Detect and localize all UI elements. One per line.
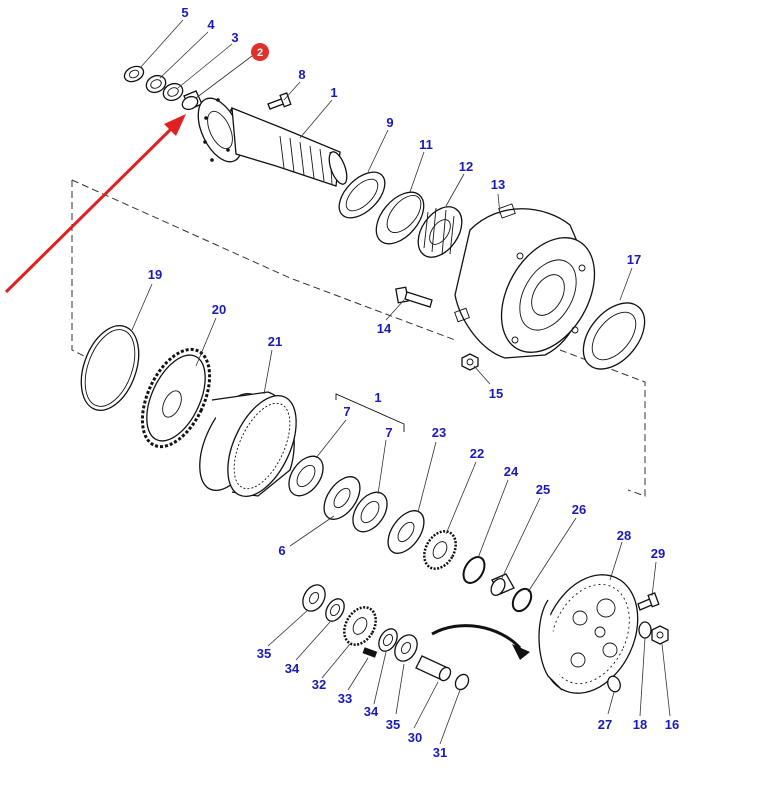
label-part-32: 32 — [312, 677, 326, 692]
assembly-arrow — [431, 624, 530, 660]
label-part-7a: 7 — [343, 404, 350, 419]
label-part-12: 12 — [459, 159, 473, 174]
bearing-34b — [378, 628, 398, 652]
label-part-13: 13 — [491, 177, 505, 192]
badge-circle — [251, 43, 269, 61]
label-part-35b: 35 — [386, 717, 400, 732]
bearing-34a — [325, 598, 345, 622]
label-part-31: 31 — [433, 745, 447, 760]
label-part-24: 24 — [504, 464, 519, 479]
o-ring-27 — [607, 675, 621, 693]
needle-33 — [362, 647, 378, 658]
thrust-washer-23 — [387, 510, 425, 554]
nut-7a — [288, 455, 324, 497]
label-part-5: 5 — [181, 5, 188, 20]
leader-lines — [131, 19, 671, 745]
o-ring-31 — [454, 673, 470, 691]
label-part-19: 19 — [148, 267, 162, 282]
label-part-33: 33 — [338, 691, 352, 706]
label-part-1-bracket: 1 — [374, 390, 381, 405]
label-part-17: 17 — [627, 252, 641, 267]
part-labels: 5 4 3 8 1 9 11 12 13 14 15 17 19 20 21 1… — [148, 5, 679, 760]
label-part-11: 11 — [419, 137, 433, 152]
label-part-15: 15 — [489, 386, 503, 401]
ring-gear-hub-20 — [140, 347, 212, 449]
nut-7b — [352, 491, 388, 533]
label-part-9: 9 — [386, 115, 393, 130]
washer-4 — [145, 74, 167, 94]
o-ring-24 — [462, 556, 486, 584]
label-part-34b: 34 — [364, 704, 379, 719]
label-part-21: 21 — [268, 334, 282, 349]
cover-28 — [538, 574, 639, 694]
seal-9 — [338, 171, 386, 219]
label-part-3: 3 — [231, 30, 238, 45]
washer-3 — [162, 82, 184, 102]
label-part-27: 27 — [598, 717, 612, 732]
washer-18 — [638, 621, 652, 639]
bearing-cone-12 — [417, 206, 463, 258]
planet-group-bracket — [335, 393, 405, 432]
label-part-26: 26 — [572, 502, 586, 517]
planet-pin-30 — [415, 655, 452, 682]
highlight-badge: 2 — [251, 43, 269, 61]
label-part-23: 23 — [432, 425, 446, 440]
o-ring-26 — [511, 587, 533, 613]
label-part-35a: 35 — [257, 646, 271, 661]
label-part-34a: 34 — [285, 661, 300, 676]
bearing-cup-11 — [375, 191, 425, 245]
sun-gear-22 — [423, 530, 457, 570]
pointer-arrow — [4, 114, 186, 294]
bushing-2 — [181, 90, 203, 111]
label-part-28: 28 — [617, 528, 631, 543]
plug-16 — [651, 625, 669, 645]
hub-shaft-1 — [197, 97, 348, 187]
label-part-30: 30 — [408, 730, 422, 745]
label-part-6: 6 — [278, 543, 285, 558]
washer-5 — [123, 65, 145, 83]
snap-ring-19 — [80, 325, 140, 411]
label-part-22: 22 — [470, 446, 484, 461]
seal-17 — [582, 302, 646, 370]
label-part-25: 25 — [536, 482, 550, 497]
label-part-14: 14 — [377, 321, 392, 336]
label-part-7b: 7 — [385, 425, 392, 440]
label-part-29: 29 — [651, 546, 665, 561]
hub-housing-13 — [454, 203, 596, 359]
label-part-18: 18 — [633, 717, 647, 732]
bolt-29 — [637, 592, 660, 611]
washer-35b — [394, 634, 418, 662]
label-part-8: 8 — [298, 67, 305, 82]
spacer-25 — [490, 573, 515, 597]
label-part-20: 20 — [212, 302, 226, 317]
label-part-2: 2 — [257, 47, 263, 59]
bolt-8 — [267, 92, 292, 110]
washer-6 — [323, 476, 361, 520]
label-part-4: 4 — [207, 17, 215, 32]
planet-gear-32 — [343, 606, 377, 646]
ring-gear-21 — [199, 391, 297, 498]
label-part-1: 1 — [330, 85, 337, 100]
label-part-16: 16 — [665, 717, 679, 732]
washer-35a — [302, 584, 326, 612]
bolt-14 — [395, 286, 433, 308]
